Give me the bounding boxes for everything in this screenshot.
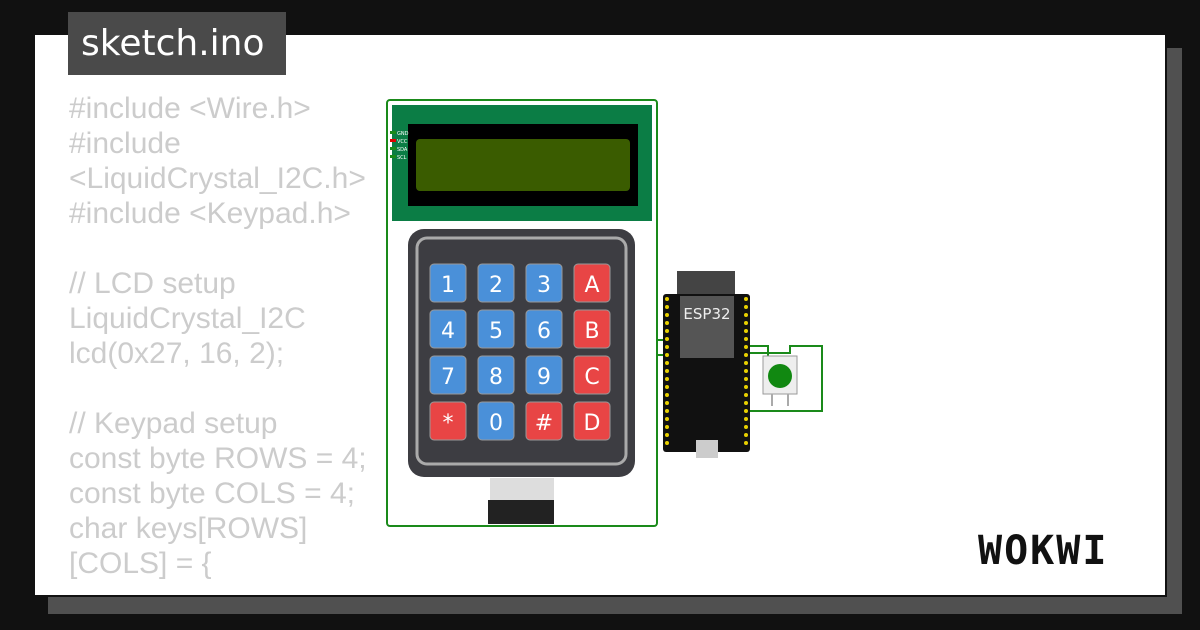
key-1[interactable]: 1 xyxy=(429,263,467,303)
esp32-pin[interactable] xyxy=(744,297,748,301)
esp32-pin[interactable] xyxy=(665,337,669,341)
key-label: 9 xyxy=(537,365,551,390)
esp32-board[interactable]: ESP32 xyxy=(663,271,750,458)
key-label: 8 xyxy=(489,365,503,390)
esp32-pin[interactable] xyxy=(665,353,669,357)
key-label: 0 xyxy=(489,411,503,436)
key-label: 2 xyxy=(489,273,503,298)
esp32-pin[interactable] xyxy=(744,385,748,389)
key-B[interactable]: B xyxy=(573,309,611,349)
key-8[interactable]: 8 xyxy=(477,355,515,395)
key-label: * xyxy=(443,411,454,436)
key-label: 1 xyxy=(441,273,455,298)
button-cap[interactable] xyxy=(768,364,792,388)
esp32-pin[interactable] xyxy=(744,353,748,357)
esp32-pin[interactable] xyxy=(665,305,669,309)
esp32-pin[interactable] xyxy=(744,337,748,341)
esp32-pin[interactable] xyxy=(744,305,748,309)
esp32-pin[interactable] xyxy=(665,393,669,397)
key-2[interactable]: 2 xyxy=(477,263,515,303)
key-D[interactable]: D xyxy=(573,401,611,441)
esp32-pin[interactable] xyxy=(665,345,669,349)
key-4[interactable]: 4 xyxy=(429,309,467,349)
key-label: D xyxy=(584,411,601,436)
esp32-pin[interactable] xyxy=(665,401,669,405)
esp32-pin[interactable] xyxy=(744,409,748,413)
esp32-pin[interactable] xyxy=(744,377,748,381)
esp32-pin[interactable] xyxy=(744,433,748,437)
key-label: C xyxy=(584,365,599,390)
key-label: 3 xyxy=(537,273,551,298)
key-label: # xyxy=(535,411,553,436)
esp32-pin[interactable] xyxy=(665,369,669,373)
lcd-pin-gnd[interactable]: GND xyxy=(390,131,409,137)
esp32-pin[interactable] xyxy=(744,393,748,397)
key-label: 6 xyxy=(537,319,551,344)
esp32-label: ESP32 xyxy=(683,305,730,323)
esp32-pin[interactable] xyxy=(665,417,669,421)
lcd-pin-sda[interactable]: SDA xyxy=(390,147,408,153)
code-line: #include <LiquidCrystal_I2C.h> xyxy=(69,127,366,195)
esp32-pin[interactable] xyxy=(744,329,748,333)
key-9[interactable]: 9 xyxy=(525,355,563,395)
key-3[interactable]: 3 xyxy=(525,263,563,303)
key-*[interactable]: * xyxy=(429,401,467,441)
key-label: 7 xyxy=(441,365,455,390)
esp32-pin[interactable] xyxy=(744,425,748,429)
key-6[interactable]: 6 xyxy=(525,309,563,349)
esp32-pin[interactable] xyxy=(665,385,669,389)
code-view: #include <Wire.h>#include <LiquidCrystal… xyxy=(69,91,379,581)
key-A[interactable]: A xyxy=(573,263,611,303)
key-label: A xyxy=(584,273,599,298)
key-#[interactable]: # xyxy=(525,401,563,441)
pin-label: SDA xyxy=(397,147,408,153)
lcd-pin-scl[interactable]: SCL xyxy=(390,155,407,161)
code-line: LiquidCrystal_I2C lcd(0x27, 16, 2); xyxy=(69,302,315,370)
esp32-pin[interactable] xyxy=(665,433,669,437)
pin-label: GND xyxy=(397,131,409,137)
file-title: sketch.ino xyxy=(68,12,286,75)
code-line: // LCD setup xyxy=(69,267,236,300)
key-label: B xyxy=(584,319,599,344)
lcd-pin-vcc[interactable]: VCC xyxy=(390,139,408,145)
esp32-pin[interactable] xyxy=(665,377,669,381)
wokwi-logo: WOKWI xyxy=(978,528,1109,574)
push-button[interactable] xyxy=(762,355,798,406)
key-0[interactable]: 0 xyxy=(477,401,515,441)
esp32-pin[interactable] xyxy=(665,321,669,325)
code-line: // Keypad setup xyxy=(69,407,278,440)
esp32-pin[interactable] xyxy=(744,401,748,405)
esp32-pin[interactable] xyxy=(744,417,748,421)
pin-label: SCL xyxy=(397,155,407,161)
esp32-pin[interactable] xyxy=(744,321,748,325)
esp32-pin[interactable] xyxy=(744,441,748,445)
lcd-display[interactable]: GND VCC SDA SCL xyxy=(390,105,652,221)
esp32-pin[interactable] xyxy=(665,425,669,429)
keypad[interactable]: 1 2 3 A 4 5 6 B 7 8 9 C * 0 # D xyxy=(408,229,635,524)
key-C[interactable]: C xyxy=(573,355,611,395)
pin-label: VCC xyxy=(397,139,408,145)
code-line: char keys[ROWS][COLS] = { xyxy=(69,512,308,580)
esp32-pin[interactable] xyxy=(744,345,748,349)
esp32-pin[interactable] xyxy=(665,441,669,445)
key-label: 4 xyxy=(441,319,455,344)
esp32-pin[interactable] xyxy=(665,297,669,301)
esp32-pin[interactable] xyxy=(665,313,669,317)
esp32-pin[interactable] xyxy=(665,361,669,365)
code-line: const byte ROWS = 4; xyxy=(69,442,367,475)
esp32-pin[interactable] xyxy=(665,409,669,413)
esp32-pin[interactable] xyxy=(744,361,748,365)
key-label: 5 xyxy=(489,319,503,344)
key-7[interactable]: 7 xyxy=(429,355,467,395)
code-line: #include <Wire.h> xyxy=(69,92,311,125)
key-5[interactable]: 5 xyxy=(477,309,515,349)
code-line: const byte COLS = 4; xyxy=(69,477,355,510)
code-line: #include <Keypad.h> xyxy=(69,197,351,230)
esp32-pin[interactable] xyxy=(665,329,669,333)
esp32-pin[interactable] xyxy=(744,313,748,317)
esp32-pin[interactable] xyxy=(744,369,748,373)
